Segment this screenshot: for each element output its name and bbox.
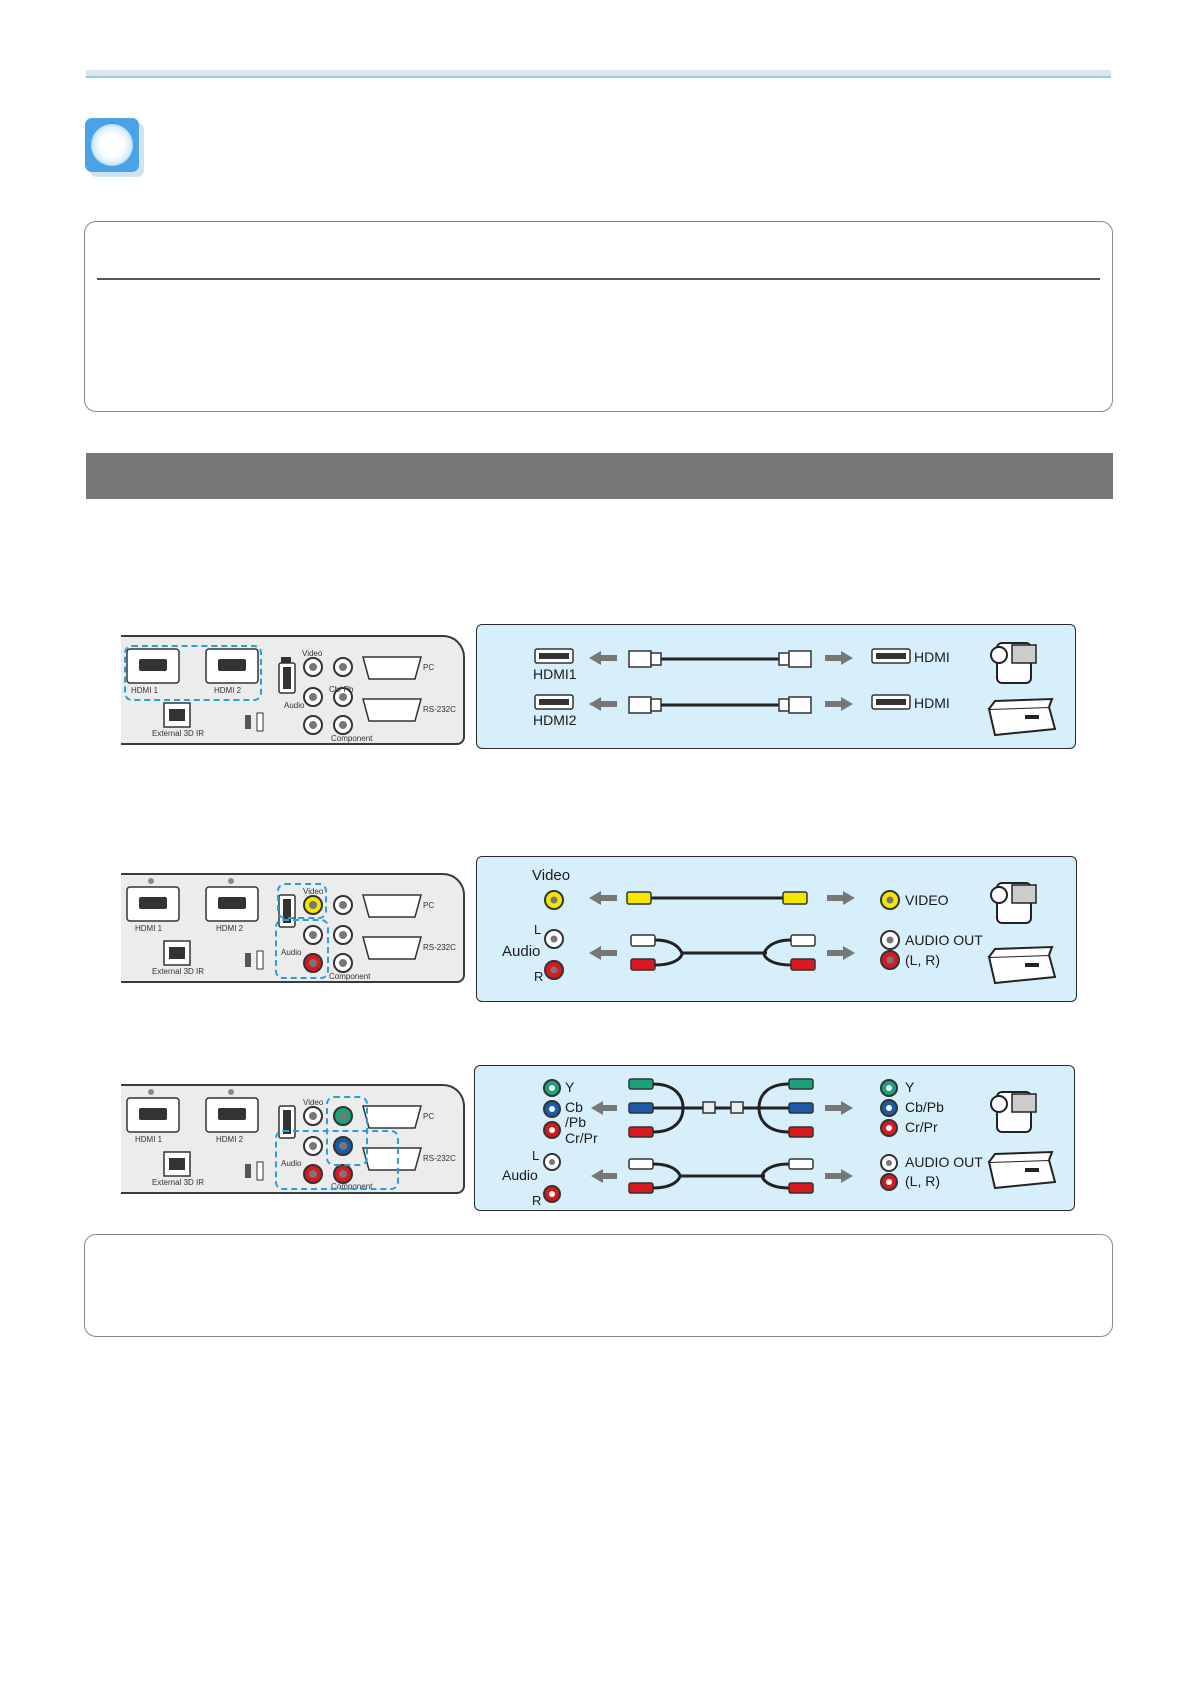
- note-box: [84, 221, 1113, 412]
- l-label-c: L: [532, 1148, 540, 1163]
- component-label: Component: [331, 734, 373, 743]
- device-lr-label: (L, R): [905, 952, 940, 968]
- header-rule: [86, 70, 1111, 78]
- device-crpr-label: Cr/Pr: [905, 1119, 938, 1135]
- crpr-label: Cr/Pr: [565, 1130, 598, 1146]
- audio-highlight: [275, 919, 329, 979]
- video-port-label-v: Video: [303, 887, 324, 896]
- chapter-icon: [85, 118, 139, 172]
- tip-box: [84, 1234, 1113, 1337]
- video-highlight: [277, 883, 327, 919]
- device-hdmi-label-1: HDMI: [914, 649, 950, 665]
- pb-label: /Pb: [565, 1114, 587, 1130]
- hdmi2-label: HDMI 2: [214, 686, 242, 695]
- pc-port-label: PC: [423, 663, 435, 672]
- external-3d-ir-label-c: External 3D IR: [152, 1178, 205, 1187]
- rear-panel-ports-component: [126, 1089, 422, 1184]
- hdmi1-label-c: HDMI 1: [135, 1135, 163, 1144]
- audio-component-highlight: [275, 1130, 399, 1190]
- camcorder-icon: [990, 642, 1037, 684]
- rear-panel-component: HDMI 1 HDMI 2 Video Audio PC RS-232C Com…: [121, 1084, 465, 1194]
- hdmi2-label-v: HDMI 2: [216, 924, 244, 933]
- device-lr-label-c: (L, R): [905, 1173, 940, 1189]
- device-video-label: VIDEO: [905, 892, 949, 908]
- video-port-label-c: Video: [303, 1098, 324, 1107]
- camcorder-icon: [990, 1091, 1037, 1133]
- pc-port-label-c: PC: [423, 1112, 435, 1121]
- device-audio-out-label: AUDIO OUT: [905, 932, 983, 948]
- rear-panel-hdmi: HDMI 1 HDMI 2 Video Audio Cb/ Pb PC RS-2…: [121, 635, 465, 745]
- video-port-label: Video: [302, 649, 323, 658]
- note-divider: [97, 278, 1100, 280]
- audio-port-label-c: Audio: [281, 1159, 302, 1168]
- r-label: R: [534, 969, 544, 984]
- device-hdmi-label-2: HDMI: [914, 695, 950, 711]
- rear-panel-ports: [126, 648, 422, 735]
- external-3d-ir-label: External 3D IR: [152, 729, 205, 738]
- section-heading-bar: [86, 453, 1113, 499]
- component-cable-drawing: [543, 1078, 1057, 1203]
- cb-label: Cb: [565, 1099, 583, 1115]
- device-audio-out-label-c: AUDIO OUT: [905, 1154, 983, 1170]
- video-player-icon: [987, 945, 1057, 985]
- hdmi1-port-label: HDMI1: [533, 666, 577, 682]
- device-cbpb-label: Cb/Pb: [905, 1099, 944, 1115]
- external-3d-ir-label-v: External 3D IR: [152, 967, 205, 976]
- r-label-c: R: [532, 1193, 542, 1208]
- component-label-c: Component: [331, 1182, 373, 1191]
- l-label: L: [534, 922, 542, 937]
- hdmi1-label-v: HDMI 1: [135, 924, 163, 933]
- video-label: Video: [532, 867, 571, 884]
- video-cable-diagram: Video L Audio R VIDEO AUDIO OUT (L, R): [476, 856, 1077, 1002]
- y-label: Y: [565, 1079, 575, 1095]
- audio-port-label-v: Audio: [281, 948, 302, 957]
- hdmi-cable-diagram: HDMI1 HDMI2 HDMI HDMI: [476, 624, 1076, 749]
- audio-label: Audio: [502, 943, 541, 960]
- hdmi-highlight: [124, 645, 262, 701]
- component-cable-diagram: Y Cb /Pb Cr/Pr L Audio R Y Cb/Pb Cr/Pr A…: [474, 1065, 1075, 1211]
- rs232c-port-label-v: RS-232C: [423, 943, 456, 952]
- rs232c-port-label: RS-232C: [423, 705, 456, 714]
- camcorder-icon: [990, 882, 1037, 924]
- video-player-icon: [987, 1150, 1057, 1190]
- pc-port-label-v: PC: [423, 901, 435, 910]
- rear-panel-video: HDMI 1 HDMI 2 Video Audio PC RS-232C Com…: [121, 873, 465, 983]
- audio-label-c: Audio: [502, 1167, 538, 1183]
- hdmi1-label: HDMI 1: [131, 686, 159, 695]
- circle-glow-icon: [91, 124, 133, 166]
- hdmi2-port-label: HDMI2: [533, 712, 577, 728]
- audio-port-label: Audio: [284, 701, 305, 710]
- video-player-icon: [987, 697, 1057, 737]
- video-cable-drawing: [544, 882, 1057, 985]
- rs232c-port-label-c: RS-232C: [423, 1154, 456, 1163]
- hdmi-cable-drawing: [534, 642, 1057, 737]
- cbpb-port-label: Cb/ Pb: [329, 685, 354, 694]
- device-y-label: Y: [905, 1079, 915, 1095]
- hdmi2-label-c: HDMI 2: [216, 1135, 244, 1144]
- component-label-v: Component: [329, 972, 371, 981]
